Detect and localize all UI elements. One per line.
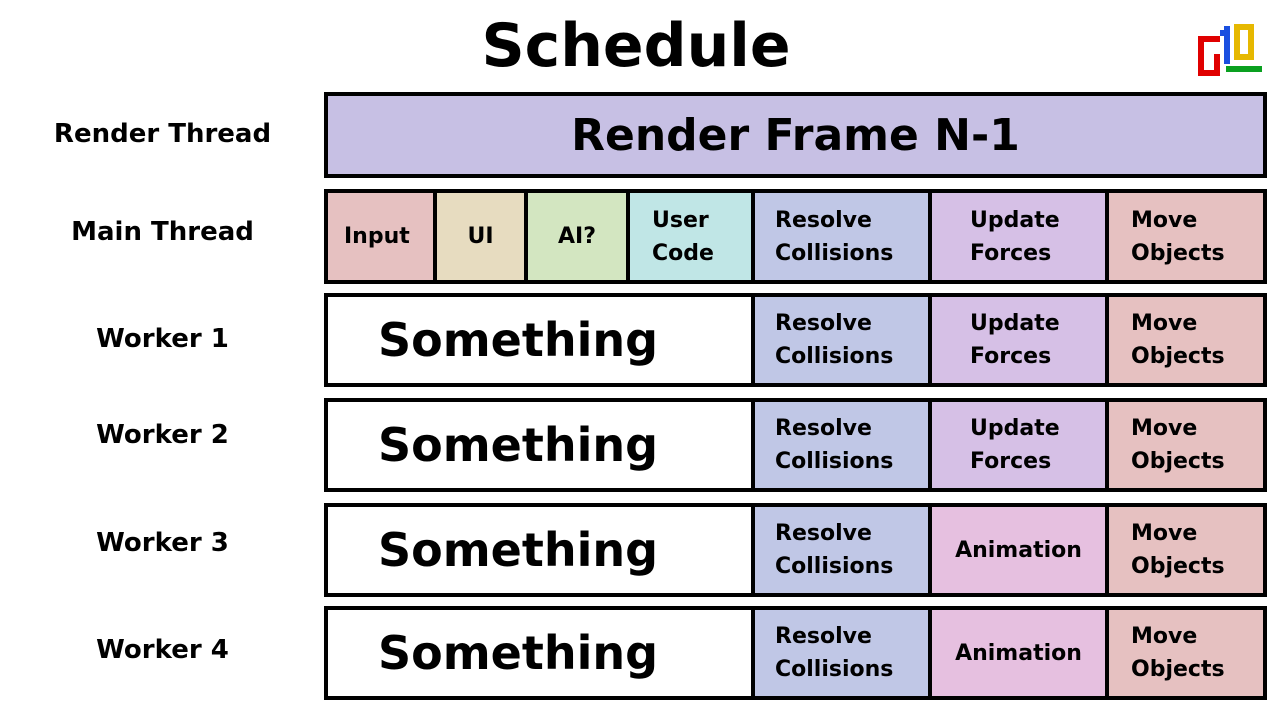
task-ui: UI xyxy=(437,193,528,280)
task-update-forces: Update Forces xyxy=(932,193,1109,280)
page-title: Schedule xyxy=(481,11,791,81)
task-resolve-collisions: Resolve Collisions xyxy=(755,297,932,383)
task-move-objects: Move Objects xyxy=(1109,297,1263,383)
task-something: Something xyxy=(328,297,755,383)
task-move-objects: Move Objects xyxy=(1109,193,1263,280)
g10-logo-icon xyxy=(1198,24,1262,76)
row-label-worker-3: Worker 3 xyxy=(96,528,229,558)
task-user-code: User Code xyxy=(630,193,755,280)
task-something: Something xyxy=(328,610,755,696)
render-thread-track: Render Frame N-1 xyxy=(324,92,1267,178)
task-ai: AI? xyxy=(528,193,630,280)
worker-3-track: Something Resolve Collisions Animation M… xyxy=(324,503,1267,597)
task-move-objects: Move Objects xyxy=(1109,610,1263,696)
task-resolve-collisions: Resolve Collisions xyxy=(755,507,932,593)
render-frame-block: Render Frame N-1 xyxy=(328,96,1263,174)
row-label-worker-1: Worker 1 xyxy=(96,324,229,354)
worker-4-track: Something Resolve Collisions Animation M… xyxy=(324,606,1267,700)
row-label-worker-4: Worker 4 xyxy=(96,635,229,665)
task-move-objects: Move Objects xyxy=(1109,507,1263,593)
task-update-forces: Update Forces xyxy=(932,402,1109,488)
row-label-worker-2: Worker 2 xyxy=(96,420,229,450)
worker-2-track: Something Resolve Collisions Update Forc… xyxy=(324,398,1267,492)
task-resolve-collisions: Resolve Collisions xyxy=(755,193,932,280)
task-animation: Animation xyxy=(932,507,1109,593)
task-resolve-collisions: Resolve Collisions xyxy=(755,610,932,696)
task-animation: Animation xyxy=(932,610,1109,696)
task-update-forces: Update Forces xyxy=(932,297,1109,383)
task-resolve-collisions: Resolve Collisions xyxy=(755,402,932,488)
main-thread-track: Input UI AI? User Code Resolve Collision… xyxy=(324,189,1267,284)
worker-1-track: Something Resolve Collisions Update Forc… xyxy=(324,293,1267,387)
task-something: Something xyxy=(328,507,755,593)
task-move-objects: Move Objects xyxy=(1109,402,1263,488)
task-input: Input xyxy=(328,193,437,280)
row-label-main-thread: Main Thread xyxy=(71,217,254,247)
row-label-render-thread: Render Thread xyxy=(53,119,272,149)
task-something: Something xyxy=(328,402,755,488)
